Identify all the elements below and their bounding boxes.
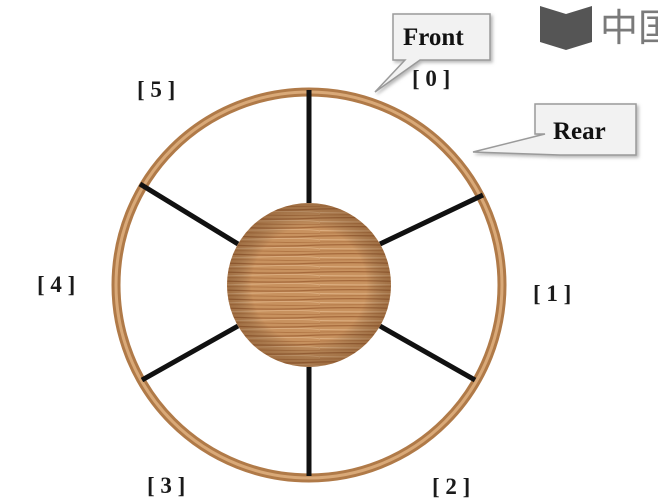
- front-callout-label: Front: [403, 24, 464, 51]
- watermark-logo: 中国: [540, 6, 658, 50]
- rear-callout-label: Rear: [553, 118, 606, 145]
- book-icon: [540, 6, 592, 50]
- slot-label-3: [ 3 ]: [147, 473, 185, 498]
- divider-upper-left: [138, 181, 240, 247]
- front-callout-box: [374, 13, 491, 93]
- rear-callout: [472, 103, 637, 156]
- slot-label-1: [ 1 ]: [533, 281, 571, 306]
- rear-callout-box: [472, 103, 637, 156]
- divider-upper-right: [378, 192, 485, 247]
- divider-lower-left: [140, 323, 240, 383]
- slot-label-2: [ 2 ]: [432, 474, 470, 499]
- watermark-text: 中国: [600, 6, 658, 50]
- divider-lower-right: [378, 323, 477, 383]
- queue-hub-shade: [227, 203, 391, 367]
- slot-label-5: [ 5 ]: [137, 77, 175, 102]
- slot-label-4: [ 4 ]: [37, 272, 75, 297]
- front-callout: [374, 13, 491, 93]
- slot-label-0: [ 0 ]: [412, 66, 450, 91]
- slot-dividers: [138, 90, 485, 476]
